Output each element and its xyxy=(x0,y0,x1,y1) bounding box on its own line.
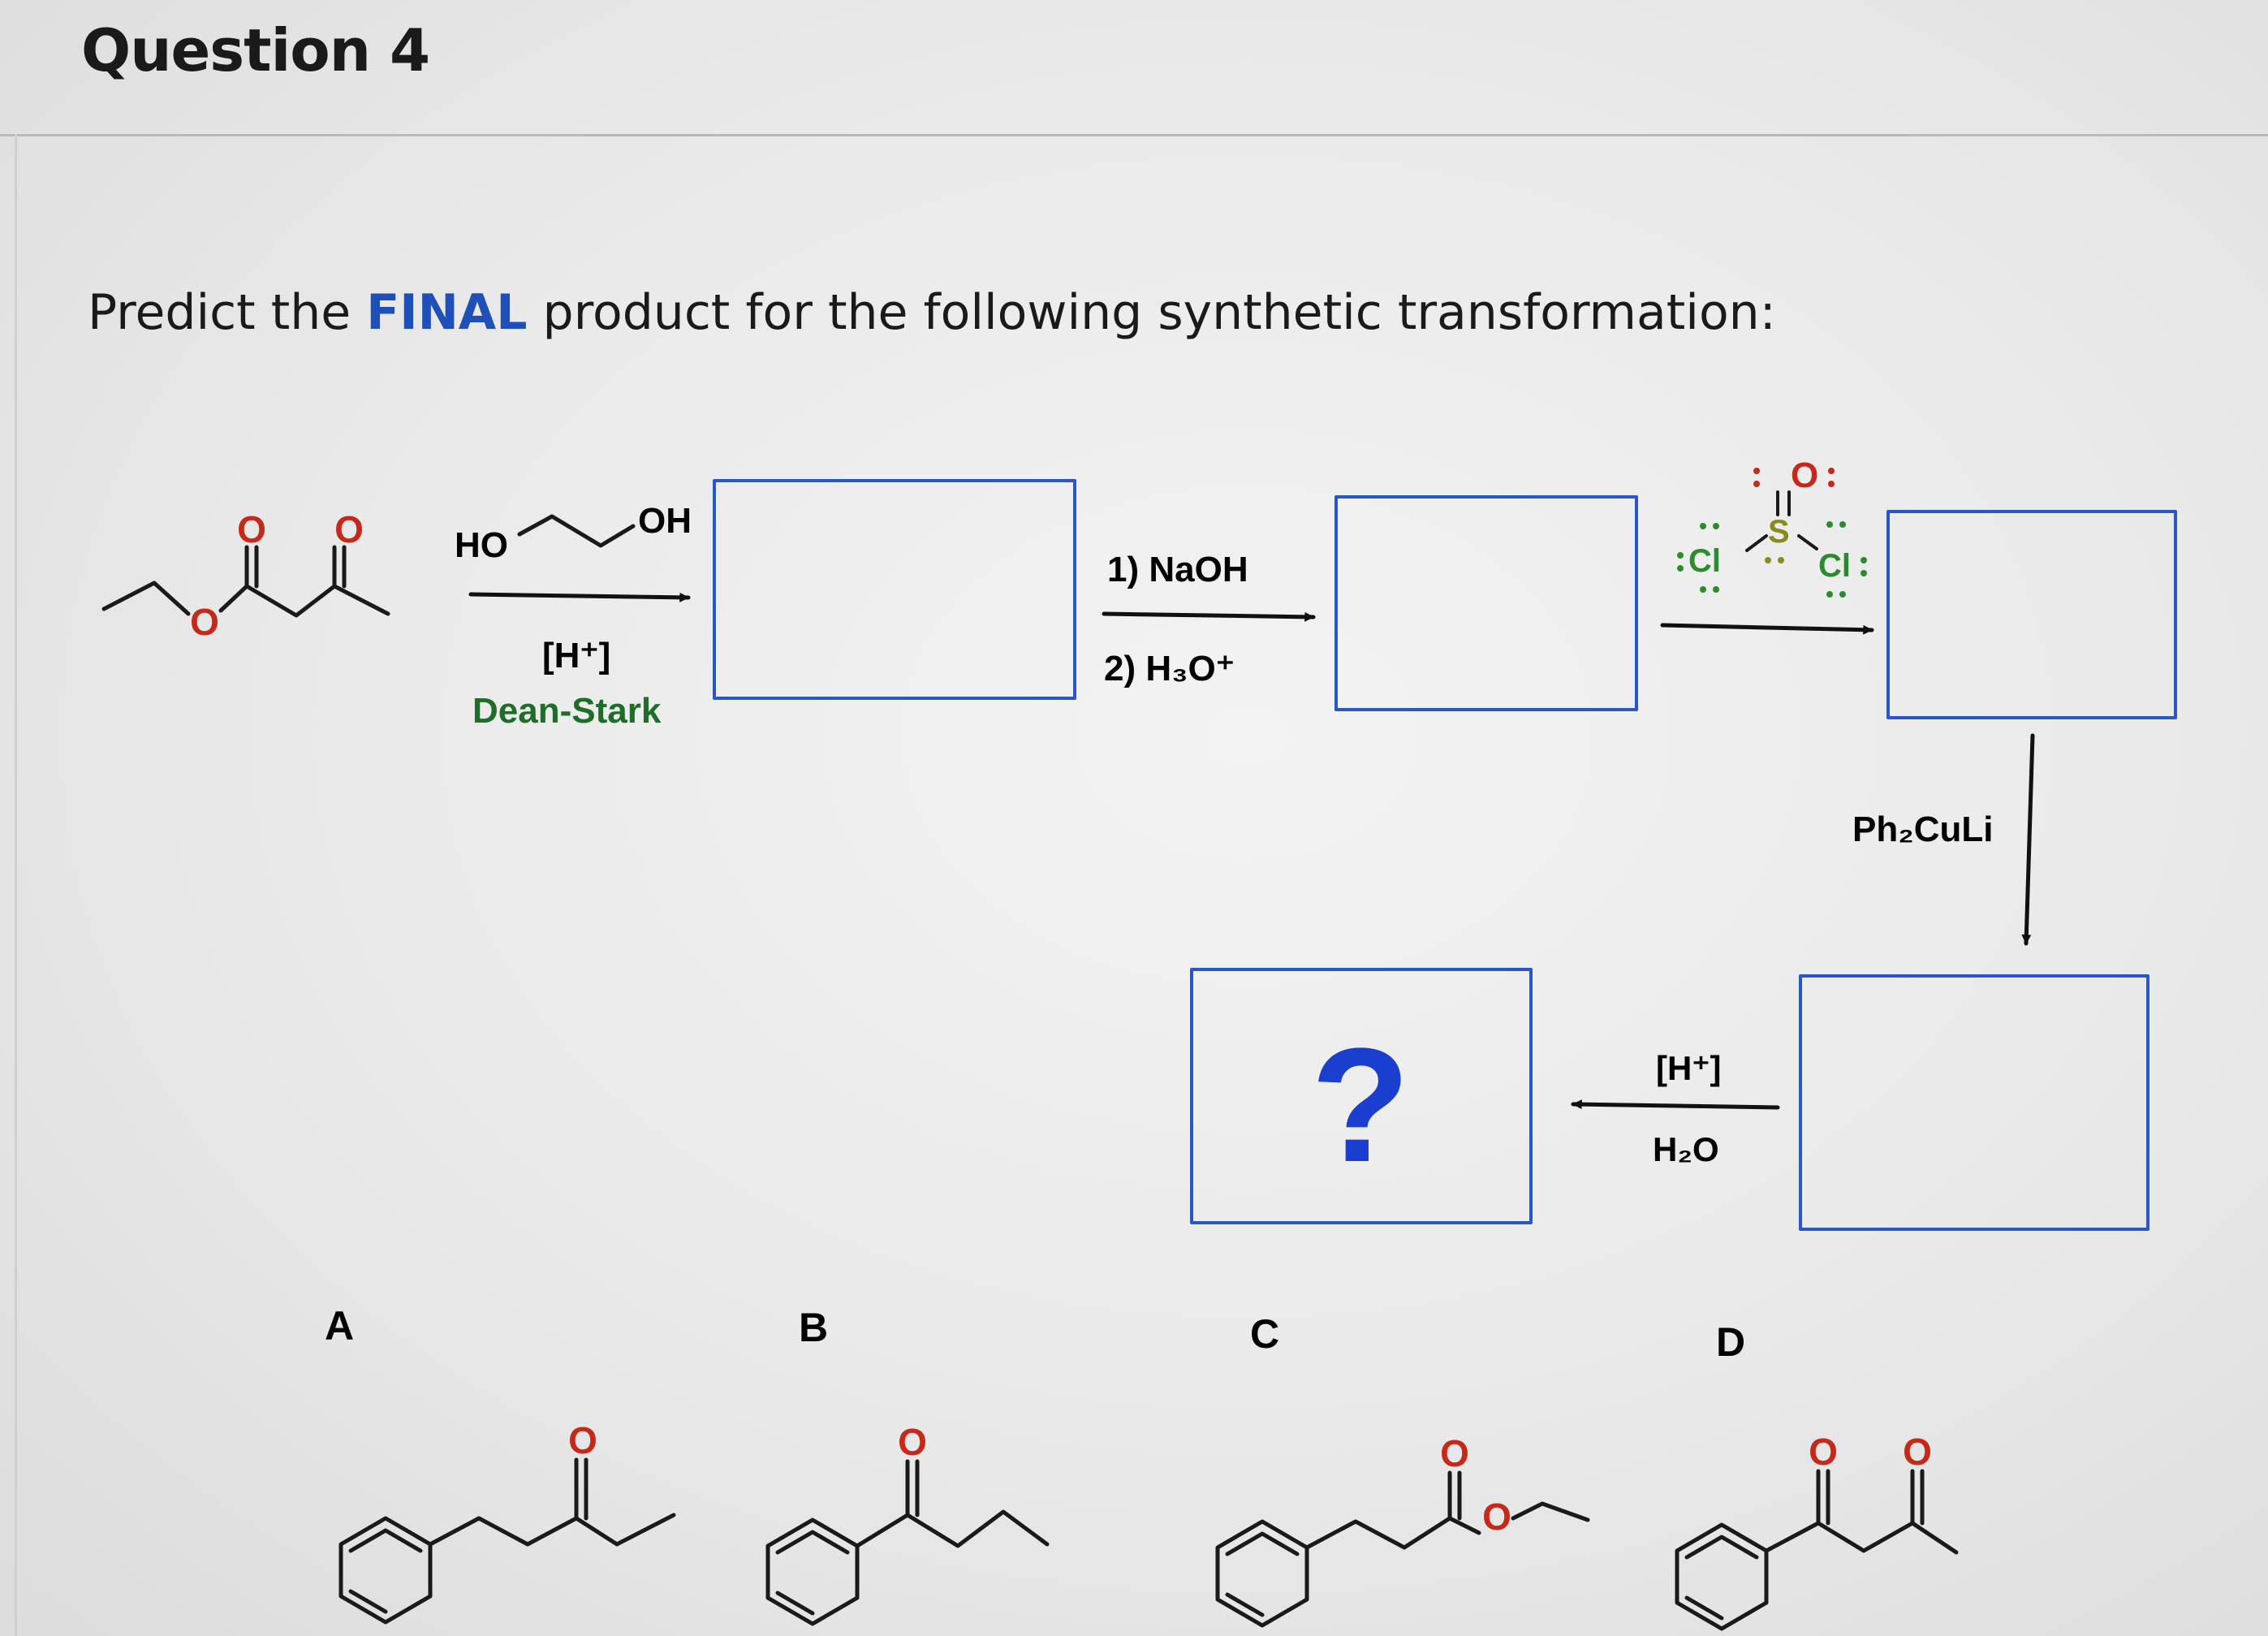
reaction-arrow-4 xyxy=(2021,733,2035,946)
choice-label-d[interactable]: D xyxy=(1716,1319,1745,1365)
ethylene-glycol-bond xyxy=(517,514,636,548)
intermediate-box-4 xyxy=(1799,974,2149,1231)
choice-label-c[interactable]: C xyxy=(1250,1311,1279,1357)
sulfur-atom: S xyxy=(1768,514,1790,550)
choice-a-structure[interactable] xyxy=(338,1457,676,1625)
choice-c-ester-oxygen: O xyxy=(1482,1496,1511,1538)
catalyst-h-plus-2: [H⁺] xyxy=(1656,1049,1721,1087)
ester-oxygen: O xyxy=(190,601,219,643)
gilman-reagent: Ph₂CuLi xyxy=(1852,809,1994,849)
prompt-text-start: Predict the xyxy=(88,284,367,341)
choice-c-carbonyl-oxygen: O xyxy=(1440,1432,1469,1474)
reagent-ho: HO xyxy=(455,525,508,565)
question-mark-icon: ? xyxy=(1311,1015,1410,1196)
reaction-arrow-2 xyxy=(1102,611,1316,622)
chlorine-left: Cl xyxy=(1688,543,1721,579)
choice-d-structure[interactable] xyxy=(1675,1469,1959,1631)
reaction-arrow-1 xyxy=(468,592,691,602)
ester-carbonyl-oxygen: O xyxy=(237,508,266,550)
reagent-oh: OH xyxy=(638,501,692,541)
prompt-emphasis: FINAL xyxy=(366,284,528,341)
reaction-arrow-5 xyxy=(1571,1099,1780,1110)
acid-workup-step: 2) H₃O⁺ xyxy=(1104,649,1235,689)
choice-d-oxygen-2: O xyxy=(1903,1431,1932,1473)
panel-border xyxy=(15,134,17,1636)
question-title: Question 4 xyxy=(81,16,430,84)
choice-b-carbonyl-oxygen: O xyxy=(898,1421,927,1463)
choice-label-a[interactable]: A xyxy=(325,1303,354,1349)
starting-material xyxy=(101,545,390,618)
intermediate-box-2 xyxy=(1334,495,1638,711)
prompt-text-end: product for the following synthetic tran… xyxy=(527,284,1776,341)
question-prompt: Predict the FINAL product for the follow… xyxy=(88,284,1776,341)
naoh-step: 1) NaOH xyxy=(1107,550,1248,589)
choice-d-oxygen-1: O xyxy=(1809,1431,1838,1473)
choice-a-oxygen: O xyxy=(568,1419,597,1461)
ketone-carbonyl-oxygen: O xyxy=(334,508,364,550)
chlorine-right: Cl xyxy=(1818,548,1851,584)
sulfinyl-oxygen: O xyxy=(1791,455,1818,495)
intermediate-box-3 xyxy=(1886,510,2177,719)
dean-stark-condition: Dean-Stark xyxy=(472,691,662,731)
question-header: Question 4 xyxy=(0,0,2268,136)
final-product-box xyxy=(1190,968,1533,1224)
choice-label-b[interactable]: B xyxy=(799,1305,828,1350)
thionyl-chloride: O S Cl Cl xyxy=(1677,455,1867,598)
choice-b-structure[interactable] xyxy=(765,1459,1050,1626)
reaction-arrow-3 xyxy=(1660,623,1874,635)
choice-c-structure[interactable] xyxy=(1215,1470,1590,1628)
water-reagent: H₂O xyxy=(1653,1130,1719,1168)
intermediate-box-1 xyxy=(713,479,1076,700)
catalyst-h-plus-1: [H⁺] xyxy=(542,636,610,676)
